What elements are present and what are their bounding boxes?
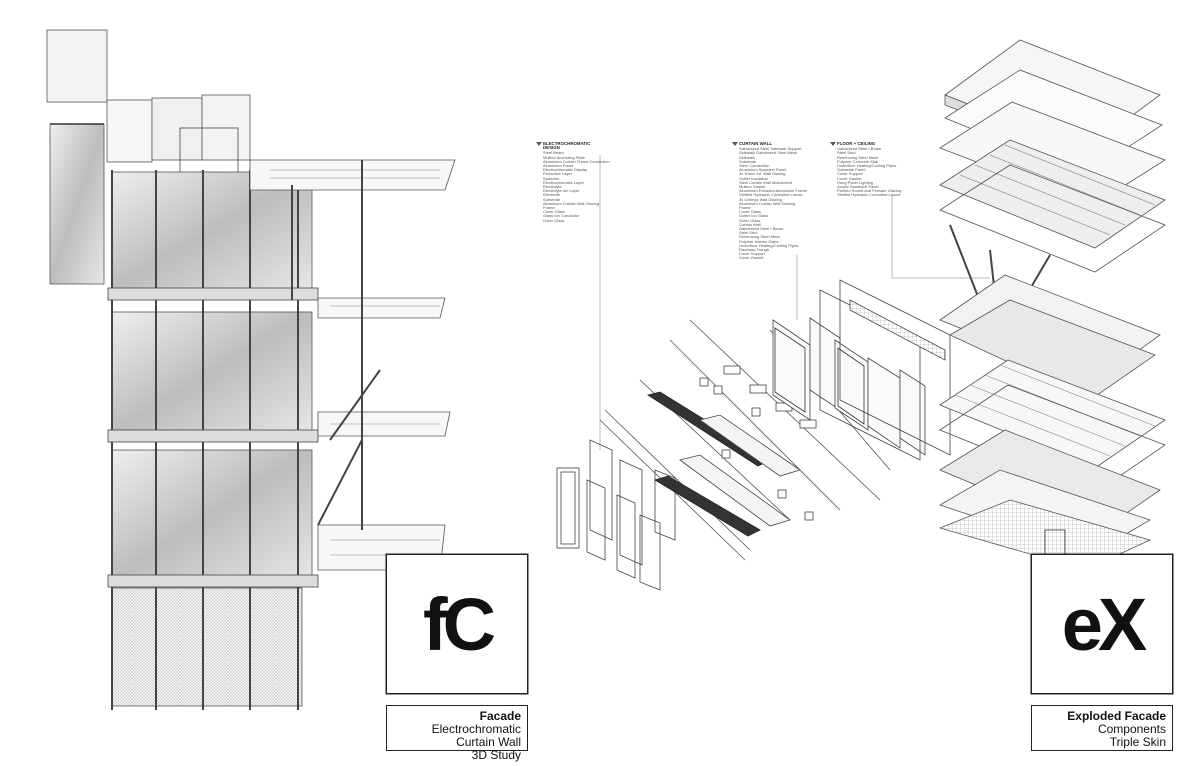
legend-item: Aluminium Panel <box>543 163 574 169</box>
right-caption: Exploded Facade Components Triple Skin <box>1031 705 1173 751</box>
right-caption-title: Exploded Facade <box>1067 709 1166 723</box>
legend-item: Spandrel <box>543 175 560 181</box>
legend-item: Cover Support <box>837 171 863 177</box>
legend-item: Sidewalk Galvanized Steel Mesh <box>739 150 798 156</box>
legend-item: Electrochromatic Layer <box>543 179 584 185</box>
legend-item: Substrate Panel <box>837 167 866 173</box>
left-caption-title: Facade <box>479 709 521 723</box>
legend-item: 3x Ceilings Wall Glazing <box>739 196 782 202</box>
legend-item: Steel Connection <box>739 163 770 169</box>
legend-item: Electrochromatic Display <box>543 167 588 173</box>
legend-item: Steel Curtain Wall Attachment <box>739 179 792 185</box>
facade-3d-study-drawing <box>46 29 456 710</box>
legend-item: Gutter Insulation <box>739 175 769 181</box>
legend-item: Aluminium Curtain Frame Connection <box>543 158 610 164</box>
legend-item: Vitrified Hydraulic Controlled Louver <box>837 192 901 198</box>
legend-item: Frame <box>739 205 751 211</box>
legend-item: Outer Glass <box>739 217 761 223</box>
legend-item: Reinforcing Steel Mesh <box>837 154 879 160</box>
legend-item: Curtain Wall <box>739 221 761 227</box>
left-caption: Facade Electrochromatic Curtain Wall 3D … <box>386 705 528 762</box>
legend-item: Glass Ion Conductor <box>543 213 580 219</box>
legend-item: Hung Panel Lighting <box>837 179 874 185</box>
legend-item: Electrolyte <box>543 184 562 190</box>
legend-item: Cover Gasket <box>837 175 862 181</box>
legend-item: Painted Sound and Firesafe Glazing <box>837 188 902 194</box>
legend-item: Sidewalk <box>739 154 756 160</box>
legend-item: Substrate <box>739 158 757 164</box>
legend-item: Mullion Anchoring Plate <box>543 154 585 160</box>
legend-item: Electrolyte Ion Layer <box>543 188 580 194</box>
facade-mark: fC <box>422 582 496 666</box>
legend-item: Underfloor Heating/Cooling Pipes <box>837 163 897 169</box>
legend-item: Polymer Interior Slabs <box>739 238 779 244</box>
legend-item: Galvanized Steel Sidewalk Support <box>739 146 802 152</box>
left-caption-line2: 3D Study <box>471 748 521 762</box>
legend-item: Galvanized Steel I-Beam <box>837 146 882 152</box>
legend-item: Mullion Gasket <box>739 184 766 190</box>
exploded-floor-ceiling-layers <box>938 39 1166 591</box>
legend-item: Acrylic Sandwich Panel <box>837 184 879 190</box>
legend-item: Protective Layer <box>543 171 572 177</box>
legend-item: Cover Gasket <box>739 255 764 261</box>
legend-item: Vitrified Hydraulic Controlled Louver <box>739 192 803 198</box>
legend-item: Outer Glass <box>543 217 565 223</box>
legend-item: Underfloor Heating/Cooling Pipes <box>739 242 799 248</box>
right-caption-line1: Components <box>1097 722 1166 736</box>
legend-item: 3x 10mm Int. Wall Glazing <box>739 171 786 177</box>
legend-item: Cover Glass <box>543 209 566 215</box>
legend-heading: CURTAIN WALL <box>732 141 812 147</box>
exploded-mark: eX <box>1061 582 1147 666</box>
legend-heading: FLOOR + CEILING <box>830 141 900 147</box>
legend-item: Polymer Concrete Slab <box>837 158 879 164</box>
left-badge: fC <box>386 554 528 694</box>
legend-item: Reinforcing Steel Mesh <box>739 234 781 240</box>
exploded-curtain-wall-components <box>556 155 990 591</box>
legend-item: Aluminium Curtain Wall Glazing <box>543 200 600 206</box>
legend-item: Frame <box>543 205 555 211</box>
legend-item: Steel Stud <box>837 150 856 156</box>
legend-curtain-wall: CURTAIN WALL Galvanized Steel Sidewalk S… <box>732 141 812 261</box>
legend-heading: ELECTROCHROMATIC DESIGN <box>536 141 606 150</box>
legend-item: Galvanized Steel I Beam <box>739 226 784 232</box>
legend-item: Cover Support <box>739 251 765 257</box>
legend-item: Electrode <box>543 192 560 198</box>
left-caption-line1: Electrochromatic Curtain Wall <box>431 722 521 749</box>
legend-item: Cover Glass <box>739 209 762 215</box>
legend-item: Gutter Ion Glass <box>739 213 769 219</box>
legend-item: Aluminium Extruded Aluminium Frame <box>739 188 808 194</box>
legend-item: Aluminium Curtain Wall Glazing <box>739 200 796 206</box>
right-caption-line2: Triple Skin <box>1109 735 1166 749</box>
legend-item: Aluminium Spandrel Panel <box>739 167 787 173</box>
legend-item: Substrate <box>543 196 561 202</box>
right-badge: eX <box>1031 554 1173 694</box>
legend-item: Steel Stud <box>739 230 758 236</box>
legend-item: Steel Beam <box>543 150 564 156</box>
legend-item: Raceway Trough <box>739 247 770 253</box>
